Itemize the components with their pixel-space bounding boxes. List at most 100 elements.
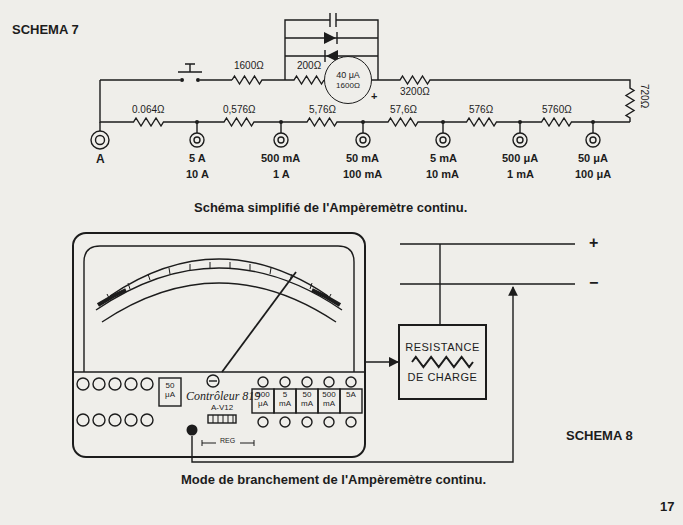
- range-label: 100 mA: [343, 168, 382, 181]
- jack: [517, 137, 523, 143]
- switch-ticks: [213, 415, 233, 423]
- socket: [125, 414, 137, 426]
- top-rail: [100, 79, 232, 80]
- figure-number: SCHEMA 7: [12, 22, 79, 38]
- socket: [324, 377, 334, 387]
- resistor-value: 720Ω: [638, 84, 650, 108]
- socket: [258, 377, 268, 387]
- range-label: 1 mA: [507, 168, 534, 181]
- socket: [141, 414, 153, 426]
- range-label: 50 μA: [578, 152, 608, 165]
- socket: [93, 378, 105, 390]
- range-label: 10 A: [186, 168, 209, 181]
- push-switch: [178, 64, 202, 72]
- socket: [77, 414, 89, 426]
- resistor-zigzag: [412, 357, 473, 367]
- needle: [222, 272, 296, 372]
- knob-slot: [209, 380, 217, 381]
- terminal-box: [296, 389, 318, 413]
- box-label: RESISTANCE DE CHARGE: [404, 332, 481, 392]
- socket: [258, 417, 268, 427]
- jack: [513, 133, 527, 147]
- range-label: 5 A: [189, 152, 206, 165]
- junction-dot: [195, 120, 199, 124]
- range-label: 1 A: [273, 168, 290, 181]
- resistor-value: 57,6Ω: [390, 104, 417, 116]
- socket: [109, 378, 121, 390]
- terminal-box: [318, 389, 340, 413]
- jack: [194, 137, 200, 143]
- switch-contact: [180, 78, 184, 82]
- junction-dot: [518, 120, 522, 124]
- scale-ticks: [107, 262, 331, 300]
- terminal-label: 500 mA: [320, 391, 338, 409]
- scale-mirror: [98, 290, 340, 305]
- socket: [109, 414, 121, 426]
- resistor-value: 5,76Ω: [309, 104, 336, 116]
- resistor-value: 0,576Ω: [223, 104, 256, 116]
- socket: [324, 417, 334, 427]
- terminal-box: [274, 389, 296, 413]
- socket: [346, 377, 356, 387]
- figure-caption: Schéma simplifié de l'Ampèremètre contin…: [194, 200, 467, 216]
- terminal-name: A: [96, 152, 105, 166]
- socket: [302, 377, 312, 387]
- resistor-symbol: [400, 355, 485, 369]
- wire: [192, 287, 513, 462]
- scale-arc: [96, 259, 342, 322]
- galvanometer-circle: 40 μA1600Ω: [324, 56, 372, 104]
- jack: [91, 131, 109, 149]
- resistor-value: 3200Ω: [400, 86, 430, 98]
- reg-label: REG: [220, 437, 235, 445]
- meter-rating: 40 μA: [336, 70, 360, 80]
- resistor-value: 0.064Ω: [132, 104, 165, 116]
- meter-window: [84, 246, 354, 372]
- meter-body: Contrôleur 819: [72, 232, 366, 458]
- jack: [440, 137, 446, 143]
- range-switch: [208, 415, 236, 423]
- common-socket: [187, 425, 198, 436]
- jack: [590, 137, 596, 143]
- terminal-label: 500 μA: [254, 391, 272, 409]
- polarity-mark: +: [371, 90, 377, 103]
- socket: [280, 417, 290, 427]
- socket: [141, 378, 153, 390]
- jack: [360, 137, 366, 143]
- jack: [586, 133, 600, 147]
- terminal-label: 5 mA: [276, 391, 294, 409]
- terminal-label: 50 mA: [298, 391, 316, 409]
- connection-wire: [366, 361, 398, 363]
- jack: [274, 133, 288, 147]
- jack: [96, 136, 105, 145]
- socket: [77, 378, 89, 390]
- socket: [280, 377, 290, 387]
- range-label: 5 mA: [430, 152, 457, 165]
- terminal-label: 5A: [342, 391, 360, 400]
- jack: [190, 133, 204, 147]
- switch-contact: [196, 78, 200, 82]
- resistor-symbol: [232, 76, 324, 84]
- polarity-mark: −: [589, 273, 598, 292]
- terminal-box: [340, 389, 362, 413]
- supply-line: [400, 244, 575, 284]
- figure-number: SCHEMA 8: [566, 428, 633, 444]
- resistor-value: 576Ω: [469, 104, 493, 116]
- diode-symbol: [324, 32, 336, 44]
- socket: [302, 417, 312, 427]
- brand-name: Contrôleur 819: [186, 389, 260, 404]
- socket: [346, 417, 356, 427]
- range-label: 500 mA: [261, 152, 300, 165]
- figure-caption: Mode de branchement de l'Ampèremètre con…: [181, 472, 486, 488]
- jack: [436, 133, 450, 147]
- adjust-knob: [207, 375, 219, 387]
- socket: [93, 414, 105, 426]
- range-label: 100 μA: [575, 168, 611, 181]
- junction-dot: [441, 120, 445, 124]
- junction-dot: [279, 120, 283, 124]
- load-resistor-box: RESISTANCE DE CHARGE: [398, 324, 487, 400]
- resistor-value: 200Ω: [297, 60, 321, 72]
- wire: [372, 76, 634, 122]
- meter-rating: 1600Ω: [336, 81, 360, 90]
- range-label: 500 μA: [502, 152, 538, 165]
